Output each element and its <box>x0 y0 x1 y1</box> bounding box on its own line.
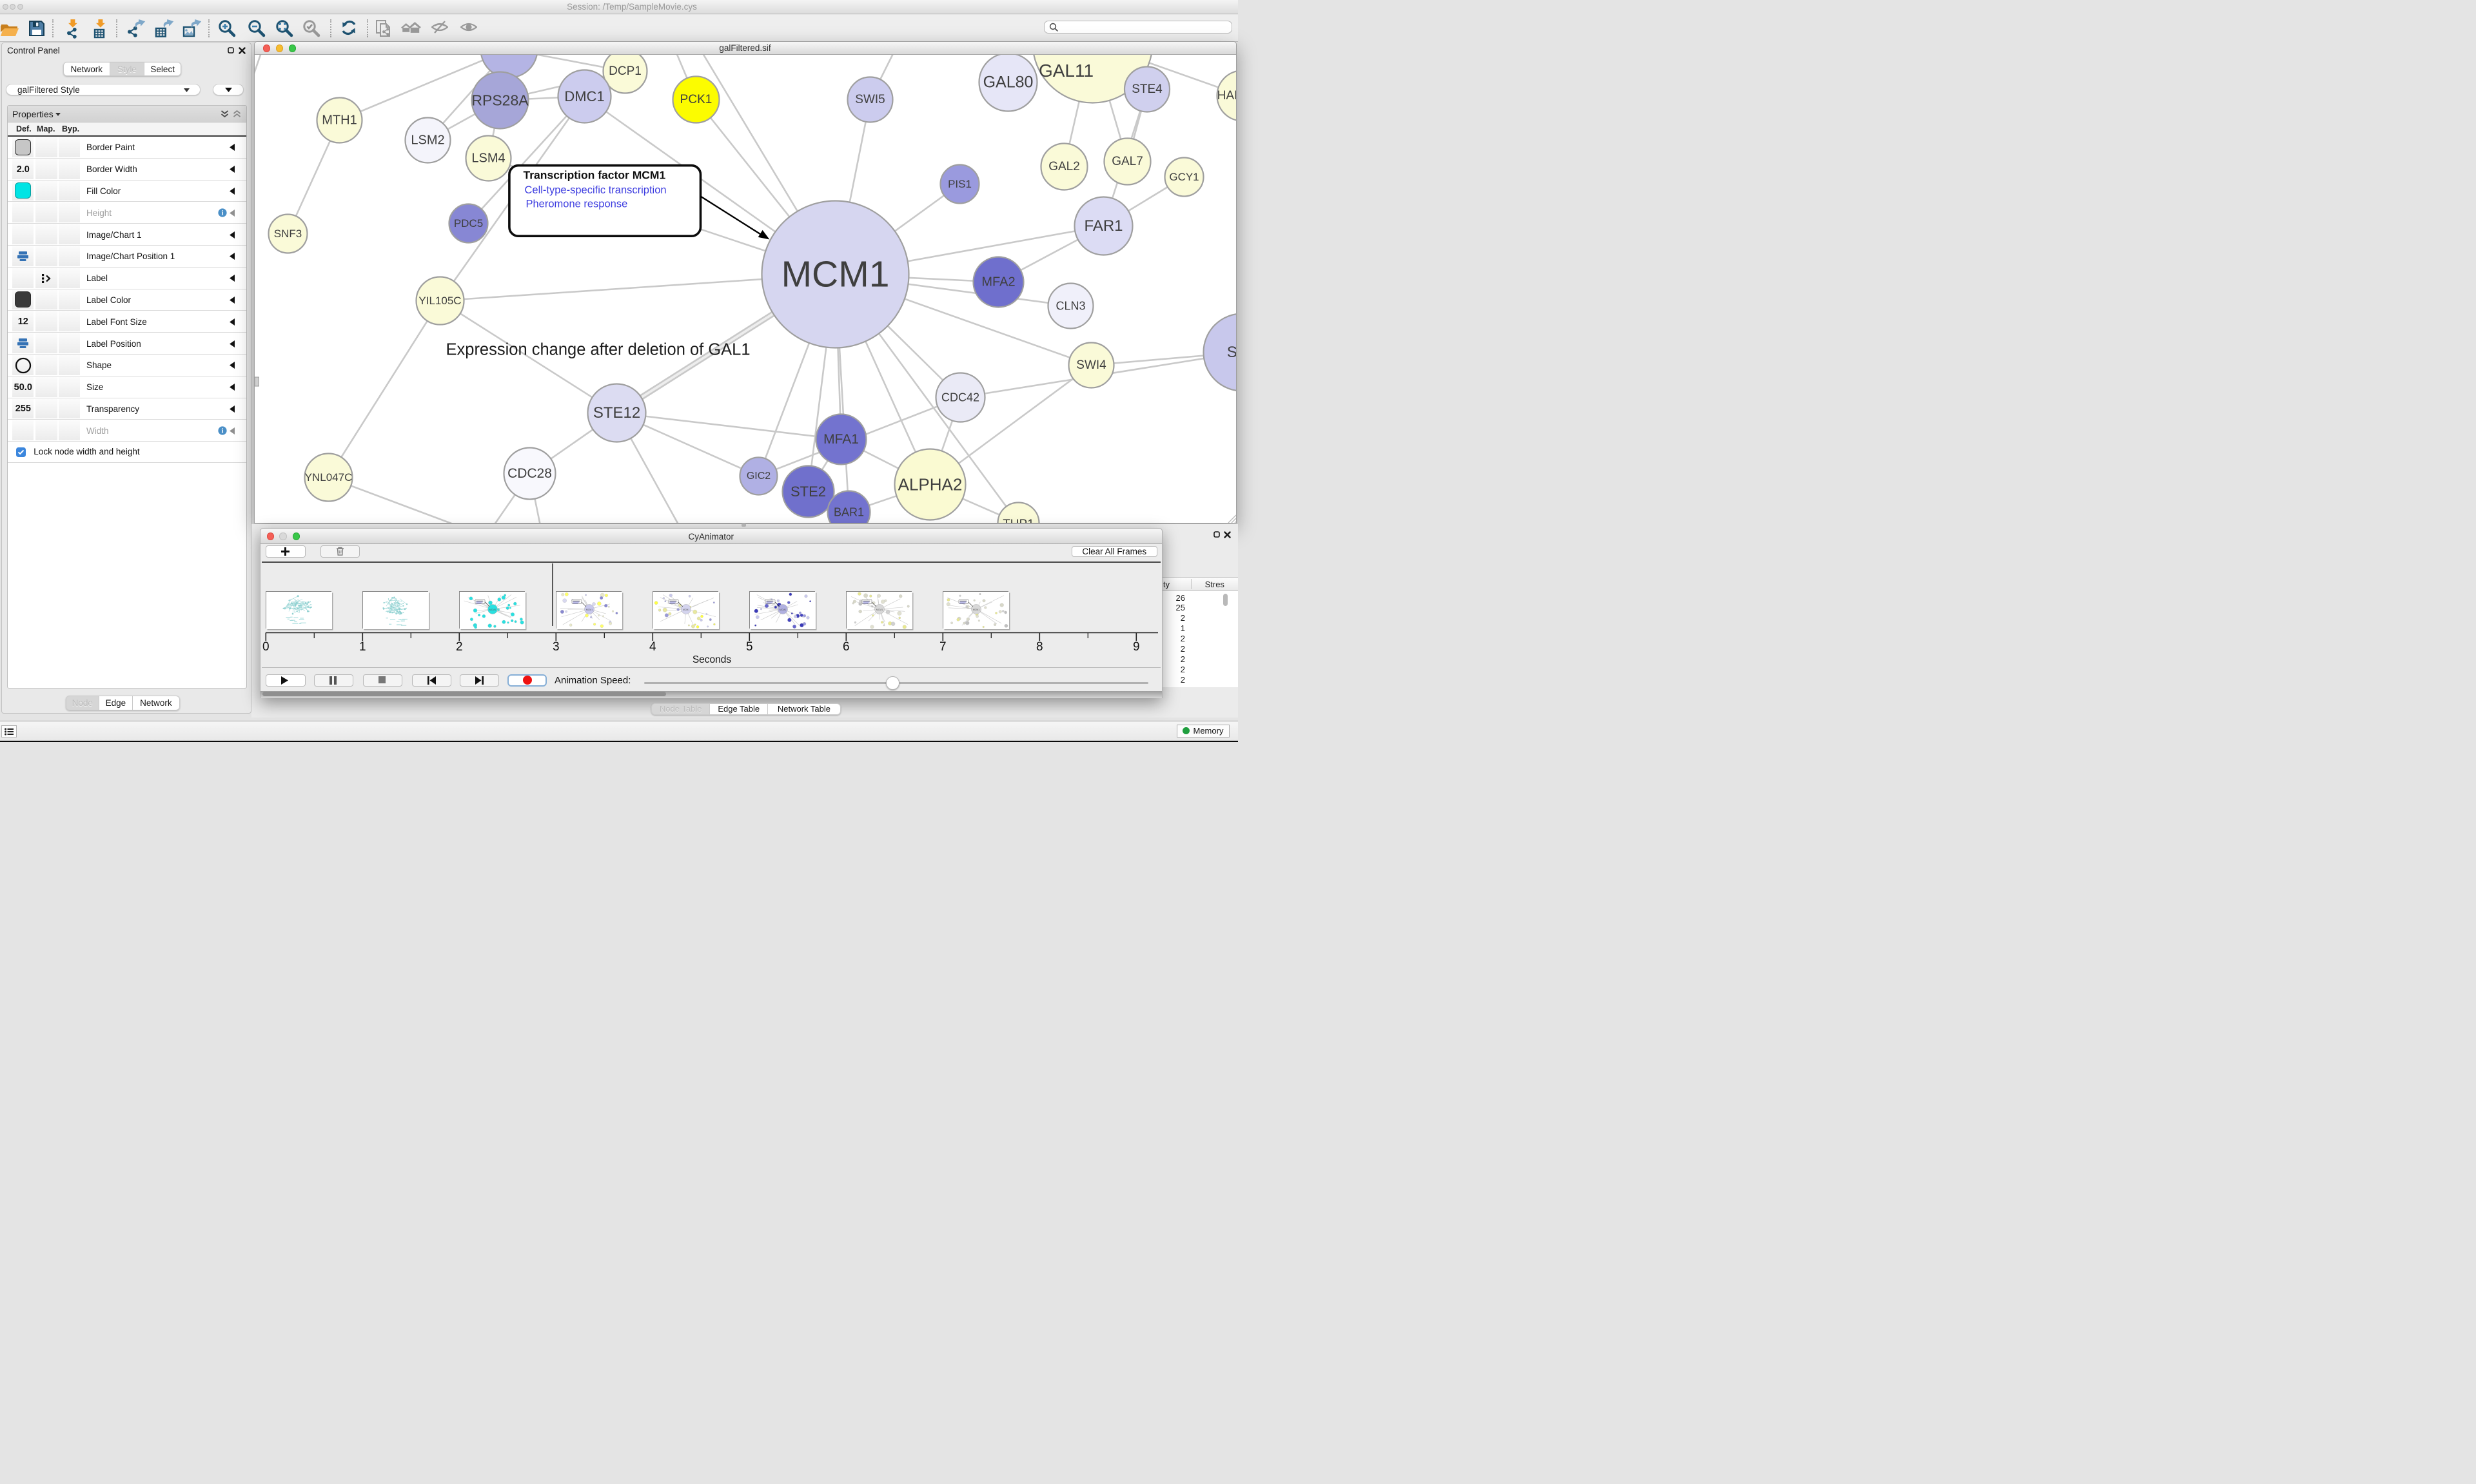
svg-text:DMC1: DMC1 <box>564 88 604 104</box>
svg-text:MCM1: MCM1 <box>489 609 496 611</box>
svg-text:Cell-type-specific transcripti: Cell-type-specific transcription <box>524 184 666 196</box>
svg-text:SWI5: SWI5 <box>855 93 885 106</box>
svg-text:9: 9 <box>1133 640 1140 654</box>
svg-text:MCM1: MCM1 <box>586 609 593 611</box>
svg-text:Transcription factor MCM1: Transcription factor MCM1 <box>523 169 665 182</box>
svg-text:MFA1: MFA1 <box>823 432 859 447</box>
svg-text:CDC28: CDC28 <box>507 466 552 481</box>
svg-text:ALPHA2: ALPHA2 <box>898 475 962 494</box>
svg-text:MTH1: MTH1 <box>322 113 357 128</box>
svg-text:6: 6 <box>843 640 850 654</box>
svg-text:MCM1: MCM1 <box>780 609 786 611</box>
svg-text:MCM1: MCM1 <box>973 609 979 611</box>
svg-text:Expression change after deleti: Expression change after deletion of GAL1 <box>446 341 750 359</box>
svg-text:GIC2: GIC2 <box>746 471 770 482</box>
svg-text:CLN3: CLN3 <box>1056 300 1085 313</box>
svg-text:1: 1 <box>359 640 366 654</box>
svg-text:STE12: STE12 <box>593 404 640 422</box>
svg-text:FAR1: FAR1 <box>1084 217 1123 235</box>
svg-text:SLT2: SLT2 <box>1226 344 1235 361</box>
svg-text:PCK1: PCK1 <box>680 93 712 106</box>
svg-text:YIL105C: YIL105C <box>418 295 461 307</box>
svg-text:SNF3: SNF3 <box>273 228 301 240</box>
svg-text:8: 8 <box>1036 640 1043 654</box>
svg-text:2: 2 <box>456 640 463 654</box>
svg-text:MFA2: MFA2 <box>981 275 1015 289</box>
svg-text:TUP1: TUP1 <box>1003 518 1034 523</box>
svg-text:GCY1: GCY1 <box>1169 171 1199 183</box>
svg-text:PDC5: PDC5 <box>453 217 482 229</box>
svg-text:5: 5 <box>746 640 753 654</box>
svg-text:SWI4: SWI4 <box>1076 358 1106 372</box>
svg-text:BAR1: BAR1 <box>833 506 863 519</box>
svg-text:Pheromone response: Pheromone response <box>526 199 627 210</box>
svg-text:Seconds: Seconds <box>693 654 732 665</box>
svg-text:LSM2: LSM2 <box>411 133 444 148</box>
svg-text:YNL047C: YNL047C <box>304 471 352 483</box>
svg-text:DCP1: DCP1 <box>609 64 642 78</box>
svg-text:LSM4: LSM4 <box>471 151 505 166</box>
svg-text:STE4: STE4 <box>1132 83 1163 96</box>
svg-text:GAL11: GAL11 <box>1038 61 1093 81</box>
svg-text:GAL2: GAL2 <box>1048 160 1080 173</box>
svg-text:i: i <box>222 210 224 217</box>
svg-text:MCM1: MCM1 <box>876 609 883 611</box>
svg-text:STE2: STE2 <box>790 483 825 500</box>
svg-text:MCM1: MCM1 <box>683 609 689 611</box>
svg-text:RPS28A: RPS28A <box>471 92 529 109</box>
svg-text:GAL7: GAL7 <box>1112 155 1143 168</box>
svg-text:HAP2: HAP2 <box>1217 89 1235 103</box>
svg-text:GAL80: GAL80 <box>983 73 1033 92</box>
svg-text:MCM1: MCM1 <box>781 254 889 295</box>
svg-text:3: 3 <box>553 640 560 654</box>
svg-text:CDC42: CDC42 <box>941 391 979 404</box>
svg-text:PIS1: PIS1 <box>948 178 972 190</box>
svg-text:4: 4 <box>649 640 656 654</box>
svg-text:0: 0 <box>262 640 270 654</box>
svg-text:7: 7 <box>939 640 947 654</box>
svg-text:i: i <box>222 428 224 435</box>
